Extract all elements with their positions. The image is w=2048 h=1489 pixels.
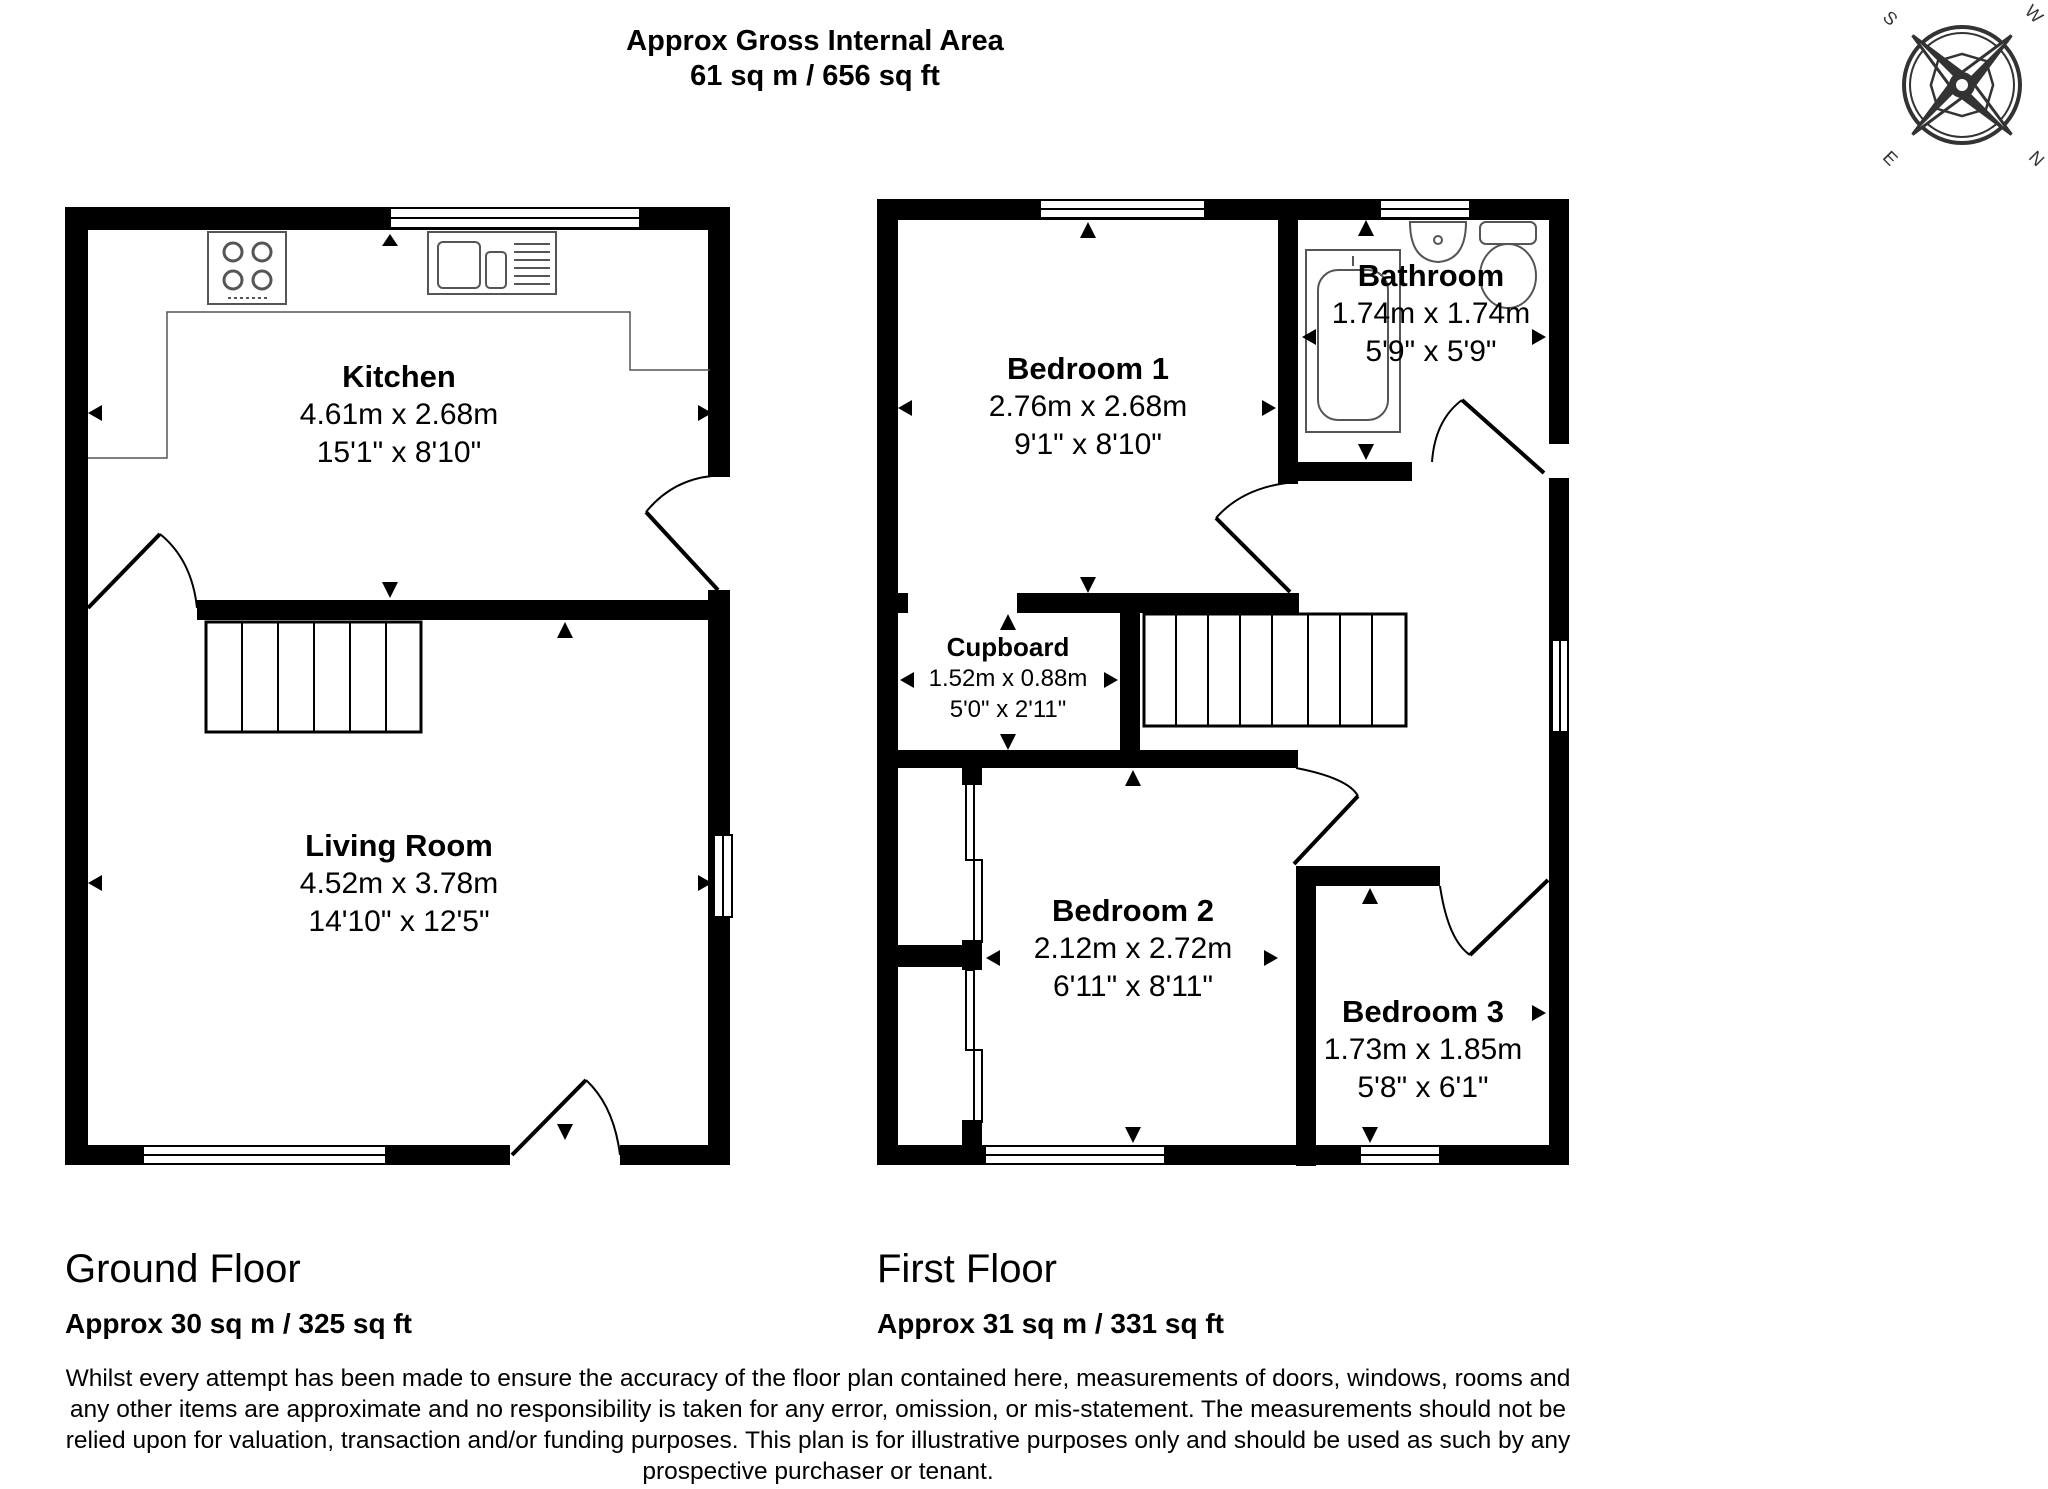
room-label-cupboard: Cupboard 1.52m x 0.88m 5'0" x 2'11"	[929, 631, 1088, 725]
room-metric: 2.12m x 2.72m	[1033, 932, 1233, 965]
room-name: Cupboard	[946, 632, 1070, 662]
ground-floor-doors	[86, 475, 720, 1157]
floor-title: Ground Floor	[65, 1247, 301, 1291]
ground-floor-stairs	[204, 620, 423, 734]
room-metric: 1.52m x 0.88m	[928, 665, 1088, 692]
room-name: Bedroom 2	[1052, 893, 1214, 928]
room-label-bedroom-3: Bedroom 3 1.73m x 1.85m 5'8" x 6'1"	[1324, 993, 1522, 1107]
room-imperial: 14'10" x 12'5"	[308, 905, 490, 938]
disclaimer-line: prospective purchaser or tenant.	[642, 1458, 994, 1485]
gross-area-value: 61 sq m / 656 sq ft	[690, 60, 940, 92]
room-name: Living Room	[305, 828, 493, 863]
first-floor-windows	[984, 199, 1569, 1165]
toilet-icon	[1479, 221, 1537, 309]
bath-icon	[1305, 249, 1401, 433]
floor-title: First Floor	[877, 1247, 1057, 1291]
gross-area-header: Approx Gross Internal Area 61 sq m / 656…	[560, 24, 1070, 94]
disclaimer-line: any other items are approximate and no r…	[69, 1396, 1567, 1423]
first-floor-doors	[1214, 398, 1550, 957]
room-label-bedroom-1: Bedroom 1 2.76m x 2.68m 9'1" x 8'10"	[989, 350, 1187, 464]
room-imperial: 9'1" x 8'10"	[1014, 428, 1162, 461]
ground-floor-plan	[65, 207, 733, 1165]
room-imperial: 5'9" x 5'9"	[1365, 335, 1497, 368]
first-floor-plan	[877, 199, 1569, 1166]
first-floor-measure-arrows	[898, 220, 1546, 1143]
disclaimer-line: Whilst every attempt has been made to en…	[65, 1365, 1571, 1392]
gross-area-title: Approx Gross Internal Area	[626, 25, 1004, 57]
room-label-bedroom-2: Bedroom 2 2.12m x 2.72m 6'11" x 8'11"	[1034, 892, 1232, 1006]
sink-icon	[427, 231, 557, 295]
ground-floor-windows	[142, 207, 733, 1165]
room-imperial: 15'1" x 8'10"	[316, 436, 482, 469]
room-name: Kitchen	[342, 359, 456, 394]
room-label-living-room: Living Room 4.52m x 3.78m 14'10" x 12'5"	[300, 827, 498, 941]
floor-area: Approx 30 sq m / 325 sq ft	[65, 1308, 412, 1339]
room-label-kitchen: Kitchen 4.61m x 2.68m 15'1" x 8'10"	[300, 358, 498, 472]
room-name: Bathroom	[1357, 258, 1505, 293]
hob-icon	[207, 231, 287, 305]
first-floor-label: First Floor Approx 31 sq m / 331 sq ft	[877, 1245, 1224, 1343]
room-metric: 2.76m x 2.68m	[988, 390, 1188, 423]
disclaimer: Whilst every attempt has been made to en…	[0, 1363, 1636, 1487]
room-metric: 4.61m x 2.68m	[299, 398, 499, 431]
ground-floor-label: Ground Floor Approx 30 sq m / 325 sq ft	[65, 1245, 412, 1343]
room-name: Bedroom 3	[1342, 994, 1504, 1029]
kitchen-worktop	[88, 311, 710, 459]
room-label-bathroom: Bathroom 1.74m x 1.74m 5'9" x 5'9"	[1332, 257, 1530, 371]
first-floor-stairs	[1142, 612, 1408, 728]
ground-floor-measure-arrows	[88, 234, 712, 1140]
compass-rose-icon: S W N E	[1879, 1, 2048, 170]
room-metric: 1.73m x 1.85m	[1323, 1033, 1523, 1066]
disclaimer-line: relied upon for valuation, transaction a…	[65, 1427, 1571, 1454]
room-metric: 4.52m x 3.78m	[299, 867, 499, 900]
wardrobe-sliding-doors	[965, 779, 983, 1123]
room-imperial: 5'0" x 2'11"	[949, 696, 1067, 723]
floor-area: Approx 31 sq m / 331 sq ft	[877, 1308, 1224, 1339]
room-imperial: 5'8" x 6'1"	[1357, 1071, 1489, 1104]
room-name: Bedroom 1	[1007, 351, 1169, 386]
basin-icon	[1408, 221, 1468, 264]
room-metric: 1.74m x 1.74m	[1331, 297, 1531, 330]
room-imperial: 6'11" x 8'11"	[1052, 970, 1214, 1003]
